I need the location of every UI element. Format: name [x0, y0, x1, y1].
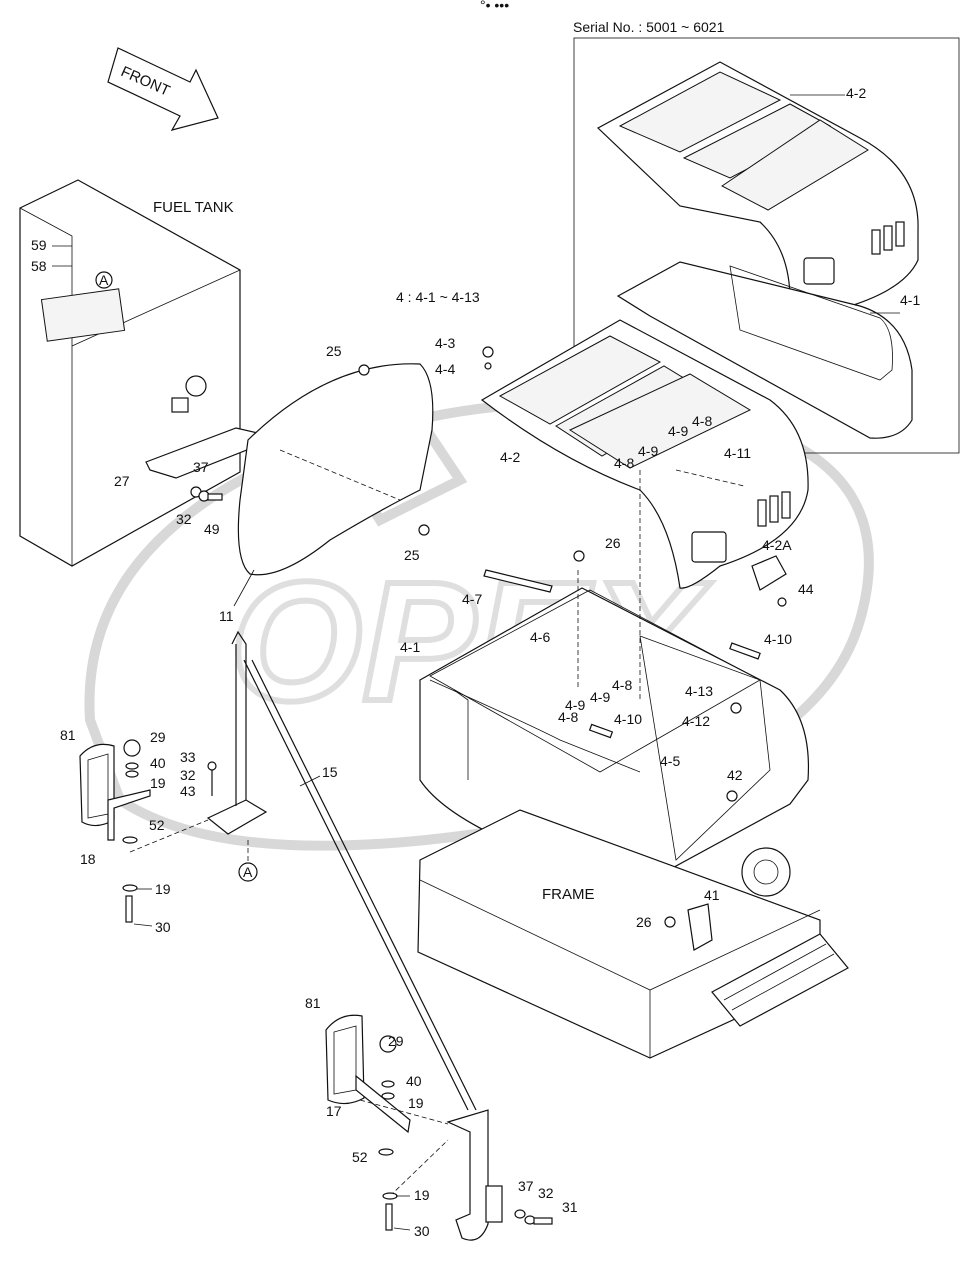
- callout-44: 44: [798, 581, 814, 597]
- lower-bracket: 37 32 31: [389, 1109, 578, 1241]
- callout-11: 11: [219, 608, 234, 624]
- inset-box: [616, 261, 913, 439]
- callout-4-9b: 4-9: [638, 443, 658, 459]
- callout-33: 33: [180, 749, 196, 765]
- side-cover-11: 25 25 11: [219, 343, 434, 624]
- callout-58: 58: [31, 258, 47, 274]
- callout-37b: 37: [518, 1178, 534, 1194]
- callout-29b: 29: [388, 1033, 404, 1049]
- callout-32a: 32: [176, 511, 192, 527]
- callout-40a: 40: [150, 755, 166, 771]
- callout-4-1-inset: 4-1: [900, 292, 920, 308]
- callout-4-9c: 4-9: [590, 689, 610, 705]
- callout-4-13: 4-13: [685, 683, 713, 699]
- rod-15: 15: [243, 659, 477, 1111]
- callout-4-10b: 4-10: [614, 711, 642, 727]
- top-mark: °• •••: [480, 0, 509, 13]
- callout-4-5: 4-5: [660, 753, 680, 769]
- callout-29a: 29: [150, 729, 166, 745]
- callout-4-9d: 4-9: [565, 697, 585, 713]
- callout-25a: 25: [326, 343, 342, 359]
- callout-15: 15: [322, 764, 338, 780]
- callout-4-8c: 4-8: [612, 677, 632, 693]
- callout-41: 41: [704, 887, 720, 903]
- lock-4-2a: 4-2A 44: [751, 537, 814, 607]
- callout-26a: 26: [605, 535, 621, 551]
- callout-42: 42: [727, 767, 743, 783]
- callout-4-4: 4-4: [435, 361, 455, 377]
- callout-81a: 81: [60, 727, 76, 743]
- callout-40b: 40: [406, 1073, 422, 1089]
- callout-4-8d: 4-8: [558, 709, 578, 725]
- callout-81b: 81: [305, 995, 321, 1011]
- callout-32c: 32: [538, 1185, 554, 1201]
- callout-4-2a: 4-2A: [762, 537, 792, 553]
- callout-37a: 37: [193, 459, 209, 475]
- callout-18: 18: [80, 851, 96, 867]
- callout-4-2: 4-2: [500, 449, 520, 465]
- callout-4-7: 4-7: [462, 591, 482, 607]
- callout-25b: 25: [404, 547, 420, 563]
- callout-a-bottom: A: [243, 864, 253, 880]
- gas-spring-4-7: 26 4-7: [462, 535, 621, 607]
- callout-4-3: 4-3: [435, 335, 455, 351]
- callout-19a: 19: [150, 775, 166, 791]
- bolt-lower: 19 30: [382, 1187, 430, 1239]
- view-marker-a-top: [95, 271, 113, 289]
- callout-17: 17: [326, 1103, 342, 1119]
- frame: FRAME 41 26: [417, 809, 849, 1059]
- serial-inset: Serial No. : 5001 ~ 6021 4-2 4-1: [573, 19, 960, 454]
- callout-19c: 19: [408, 1095, 424, 1111]
- callout-32b: 32: [180, 767, 196, 783]
- callout-31: 31: [562, 1199, 578, 1215]
- view-marker-a-bottom: [238, 862, 258, 882]
- callout-19d: 19: [414, 1187, 430, 1203]
- callout-30b: 30: [414, 1223, 430, 1239]
- fuel-tank: FUEL TANK 59 58 A: [19, 179, 241, 567]
- frame-label: FRAME: [542, 886, 595, 903]
- fuel-tank-label: FUEL TANK: [153, 199, 234, 216]
- callout-4-8a: 4-8: [692, 413, 712, 429]
- bolt-upper: 19 30: [122, 881, 171, 935]
- callout-4-12: 4-12: [682, 713, 710, 729]
- mirror-18: 81 29 40 19 52 18 33 32 43: [60, 727, 217, 867]
- callout-4-8b: 4-8: [614, 455, 634, 471]
- callout-52b: 52: [352, 1149, 368, 1165]
- callout-4-6: 4-6: [530, 629, 550, 645]
- mount-bracket: A: [206, 630, 268, 882]
- callout-4-10a: 4-10: [764, 631, 792, 647]
- callout-49: 49: [204, 521, 220, 537]
- callout-27: 27: [114, 473, 130, 489]
- callout-4-2-inset: 4-2: [846, 85, 866, 101]
- step: [711, 933, 849, 1027]
- callout-52a: 52: [149, 817, 165, 833]
- callout-a-top: A: [99, 272, 109, 288]
- callout-4-9a: 4-9: [668, 423, 688, 439]
- callout-4-11: 4-11: [724, 445, 751, 461]
- callout-30a: 30: [155, 919, 171, 935]
- front-arrow: FRONT: [107, 47, 219, 131]
- group-note: 4 : 4-1 ~ 4-13: [396, 289, 480, 305]
- callout-19b: 19: [155, 881, 171, 897]
- callout-26b: 26: [636, 914, 652, 930]
- serial-label: Serial No. : 5001 ~ 6021: [573, 19, 725, 35]
- callout-59: 59: [31, 237, 47, 253]
- callout-43: 43: [180, 783, 196, 799]
- callout-4-1: 4-1: [400, 639, 420, 655]
- mirror-17: 81 29 40 19 17 52: [305, 995, 424, 1165]
- top-cover-4-2: 4-3 4-4 4-2 4-8 4-9 4-9 4-8 4-11: [435, 319, 809, 589]
